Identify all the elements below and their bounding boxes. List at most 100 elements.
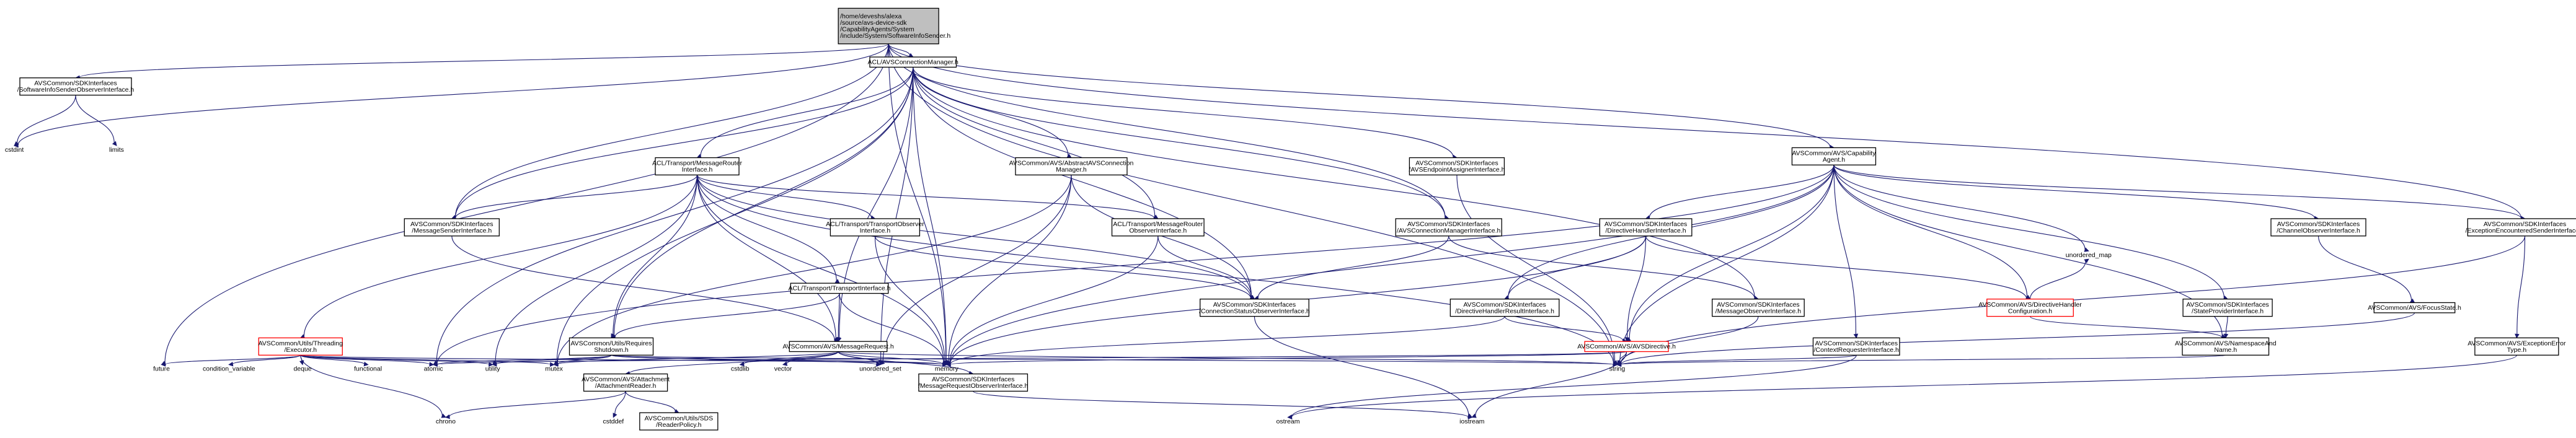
node-label-line: AVSCommon/Utils/Threading xyxy=(259,339,343,347)
node-box xyxy=(583,373,668,392)
node-exc_sender[interactable]: AVSCommon/SDKInterfaces/ExceptionEncount… xyxy=(2466,218,2576,237)
edge-acl_conn-to-requires_shutdown xyxy=(613,67,914,336)
node-label-line: AVSCommon/SDKInterfaces xyxy=(932,376,1014,383)
edge-msg_router_if-to-transport_obs xyxy=(696,175,872,218)
edge-arrowhead xyxy=(489,362,494,367)
node-context_requester_if[interactable]: AVSCommon/SDKInterfaces/ContextRequester… xyxy=(1812,337,1900,356)
edge-cap_agent-to-string xyxy=(1619,165,1835,362)
edge-avs_directive-to-memory xyxy=(950,351,1627,365)
node-attachment_reader[interactable]: AVSCommon/AVS/Attachment/AttachmentReade… xyxy=(582,373,670,392)
node-message_request[interactable]: AVSCommon/AVS/MessageRequest.h xyxy=(782,341,894,353)
node-directive_handler_cfg[interactable]: AVSCommon/AVS/DirectiveHandlerConfigurat… xyxy=(1978,299,2082,317)
node-root[interactable]: /home/deveshs/alexa/source/avs-device-sd… xyxy=(838,7,950,45)
edge-arrowhead xyxy=(834,279,840,284)
node-string: string xyxy=(1609,365,1626,372)
edge-root-to-string xyxy=(888,43,1614,364)
edge-arrowhead xyxy=(2084,258,2089,264)
edge-transport_if-to-message_request xyxy=(838,293,840,338)
node-msg_obs_if[interactable]: AVSCommon/SDKInterfaces/MessageObserverI… xyxy=(1712,299,1805,317)
node-atomic: atomic xyxy=(424,365,443,372)
node-future: future xyxy=(153,365,170,372)
node-label-line: atomic xyxy=(424,365,443,372)
edge-root-to-msg_sender_if xyxy=(454,43,889,217)
edge-msg_router_if-to-requires_shutdown xyxy=(613,175,698,335)
node-label-line: functional xyxy=(354,365,382,372)
node-conn_status_obs[interactable]: AVSCommon/SDKInterfaces/ConnectionStatus… xyxy=(1199,299,1310,317)
node-label-line: unordered_map xyxy=(2066,252,2112,259)
node-msg_req_obs_if[interactable]: AVSCommon/SDKInterfaces/MessageRequestOb… xyxy=(918,373,1029,392)
edge-arrowhead xyxy=(14,141,19,146)
node-reader_policy[interactable]: AVSCommon/Utils/SDS/ReaderPolicy.h xyxy=(639,412,719,431)
edge-root-to-exc_sender xyxy=(888,43,2522,219)
node-swinfo_obs[interactable]: AVSCommon/SDKInterfaces/SoftwareInfoSend… xyxy=(17,77,135,96)
edge-acl_conn-to-msg_router_obs xyxy=(913,67,1156,217)
node-box xyxy=(1409,157,1505,176)
node-label-line: /AVSEndpointAssignerInterface.h xyxy=(1409,166,1505,173)
node-transport_if[interactable]: ACL/Transport/TransportInterface.h xyxy=(789,283,891,294)
node-box xyxy=(918,373,1029,392)
node-cap_agent[interactable]: AVSCommon/AVS/CapabilityAgent.h xyxy=(1791,147,1876,165)
edge-attachment_reader-to-reader_policy xyxy=(625,391,676,412)
edge-cap_agent-to-directive_handler_cfg xyxy=(1833,165,2028,297)
node-label-line: AVSCommon/AVS/DirectiveHandler xyxy=(1978,301,2082,309)
node-channel_obs[interactable]: AVSCommon/SDKInterfaces/ChannelObserverI… xyxy=(2270,218,2366,237)
node-label-line: /source/avs-device-sdk xyxy=(840,19,907,27)
node-avs_conn_mgr_if[interactable]: AVSCommon/SDKInterfaces/AVSConnectionMan… xyxy=(1395,218,1502,237)
edge-avs_directive-to-iostream xyxy=(1475,351,1627,416)
node-transport_obs[interactable]: ACL/Transport/TransportObserverInterface… xyxy=(826,218,924,237)
edge-swinfo_obs-to-limits xyxy=(75,95,115,143)
node-focus_state[interactable]: AVSCommon/AVS/FocusState.h xyxy=(2368,302,2461,313)
node-avs_directive[interactable]: AVSCommon/AVS/AVSDirective.h xyxy=(1577,341,1676,353)
edge-msg_router_if-to-executor xyxy=(303,175,698,337)
node-box xyxy=(2474,337,2559,356)
edge-executor-to-mutex xyxy=(300,354,551,365)
node-label-line: /ConnectionStatusObserverInterface.h xyxy=(1199,307,1310,315)
node-label-line: AVSCommon/SDKInterfaces xyxy=(1463,301,1546,309)
node-label-line: /AttachmentReader.h xyxy=(595,382,657,390)
node-box xyxy=(2270,218,2366,237)
node-directive_result_if[interactable]: AVSCommon/SDKInterfaces/DirectiveHandler… xyxy=(1450,299,1560,317)
edge-msg_router_if-to-msg_router_obs xyxy=(696,175,1155,219)
edge-arrowhead xyxy=(836,337,841,343)
edge-msg_obs_if-to-string xyxy=(1620,316,1759,364)
edge-executor-to-functional xyxy=(300,354,365,365)
edge-arrowhead xyxy=(942,362,947,367)
node-label-line: AVSCommon/SDKInterfaces xyxy=(1717,301,1799,309)
node-directive_handler_if[interactable]: AVSCommon/SDKInterfaces/DirectiveHandler… xyxy=(1599,218,1693,237)
node-abstract_conn[interactable]: AVSCommon/AVS/AbstractAVSConnectionManag… xyxy=(1009,157,1134,176)
edge-acl_conn-to-msg_obs_if xyxy=(913,67,1755,299)
edge-transport_obs-to-memory xyxy=(874,235,945,362)
edge-directive_handler_cfg-to-namespace_name xyxy=(2029,316,2223,338)
node-label-line: AVSCommon/SDKInterfaces xyxy=(1815,339,1898,347)
node-label-line: iostream xyxy=(1459,418,1485,426)
node-iostream: iostream xyxy=(1459,418,1485,426)
node-ostream: ostream xyxy=(1277,418,1300,426)
node-label-line: ACL/Transport/TransportObserver xyxy=(826,221,924,228)
edge-arrowhead xyxy=(1853,333,1859,339)
edge-avs_conn_mgr_if-to-conn_status_obs xyxy=(1257,235,1450,298)
edge-msg_sender_if-to-message_request xyxy=(451,235,835,341)
node-msg_router_obs[interactable]: ACL/Transport/MessageRouterObserverInter… xyxy=(1111,218,1205,237)
node-label-line: ACL/Transport/TransportInterface.h xyxy=(789,285,891,292)
node-label-line: /SoftwareInfoSenderObserverInterface.h xyxy=(17,86,135,94)
edge-arrowhead xyxy=(613,413,617,418)
edge-arrowhead xyxy=(2409,298,2415,304)
node-msg_sender_if[interactable]: AVSCommon/SDKInterfaces/MessageSenderInt… xyxy=(404,218,500,237)
node-endpoint_assigner[interactable]: AVSCommon/SDKInterfaces/AVSEndpointAssig… xyxy=(1409,157,1505,176)
node-executor[interactable]: AVSCommon/Utils/Threading/Executor.h xyxy=(259,337,343,356)
node-acl_conn[interactable]: ACL/AVSConnectionManager.h xyxy=(868,56,958,68)
edge-acl_conn-to-conn_status_obs xyxy=(913,67,1252,297)
node-label-line: AVSCommon/AVS/ExceptionError xyxy=(2468,339,2566,347)
node-state_provider_if[interactable]: AVSCommon/SDKInterfaces/StateProviderInt… xyxy=(2182,299,2273,317)
edge-executor-to-condition_variable xyxy=(232,354,301,365)
edge-cap_agent-to-avs_directive xyxy=(1629,165,1835,339)
node-label-line: /ExceptionEncounteredSenderInterface.h xyxy=(2466,227,2576,235)
edge-arrowhead xyxy=(550,362,555,367)
edge-arrowhead xyxy=(161,362,166,367)
edge-msg_router_if-to-conn_status_obs xyxy=(696,175,1252,299)
edge-attachment_reader-to-cstddef xyxy=(614,391,626,414)
